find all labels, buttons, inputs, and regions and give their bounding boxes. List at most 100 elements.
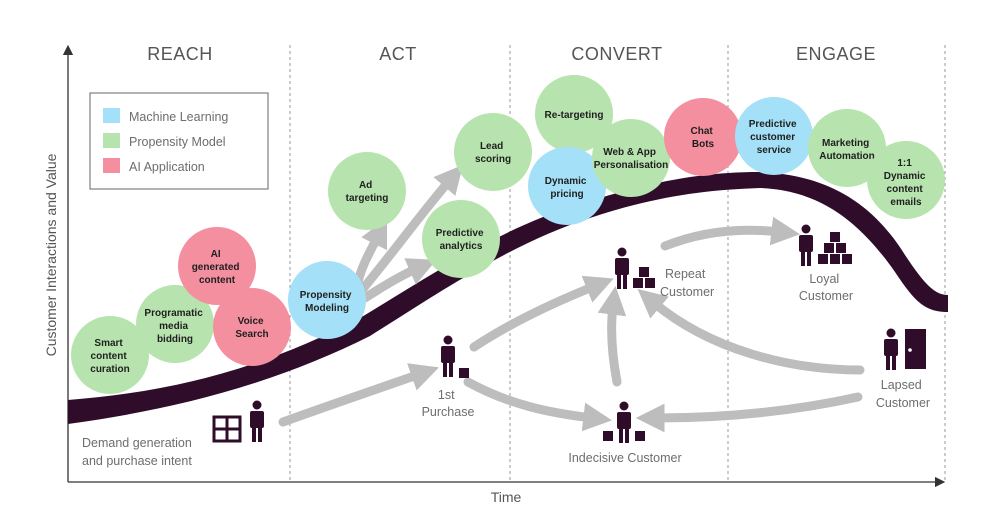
svg-text:Dynamic pricing: Dynamic pricing [545, 176, 589, 200]
bubble-re-targeting-circle [535, 75, 613, 153]
persona-label-line: Purchase [422, 405, 475, 419]
bubble-text: Modeling [305, 303, 349, 314]
bubble-chat-bots: Chat Bots [664, 98, 742, 176]
box-icon [645, 278, 655, 288]
persona-label: Lapsed Customer [876, 378, 930, 410]
bubble-text: Propensity [300, 290, 352, 301]
bubble-chat-bots-circle [664, 98, 742, 176]
svg-text:Web & App Personalisatio: Web & App Personalisation [594, 147, 668, 171]
person-icon [617, 401, 631, 443]
y-axis-label: Customer Interactions and Value [43, 153, 59, 356]
svg-text:Programatic media: Programatic media bidding [144, 308, 205, 345]
svg-text:Predictive customer: Predictive customer service [749, 119, 800, 156]
person-icon [615, 247, 629, 289]
bubble-text: customer [750, 132, 795, 143]
legend-swatch-ai [103, 158, 120, 173]
svg-text:Propensity Modeling: Propensity Modeling [300, 290, 354, 314]
bubble-text: Web & App [603, 147, 656, 158]
bubble-dynamic-content-emails: 1:1 Dynamic content emails [867, 141, 945, 219]
bubble-text: Dynamic [884, 171, 926, 182]
bubble-text: curation [90, 364, 129, 375]
persona-label: Indecisive Customer [568, 451, 681, 465]
bubble-lead-scoring-circle [454, 113, 532, 191]
bubble-dynamic-pricing-circle [528, 147, 606, 225]
arrow-first-to-indecisive [463, 377, 613, 432]
person-icon [250, 400, 264, 442]
bubble-marketing-automation: Marketing Automation [808, 109, 886, 187]
persona-label-line: Customer [660, 285, 714, 299]
bubble-ad-targeting-circle [328, 152, 406, 230]
bubble-text: generated [192, 262, 240, 273]
bubble-text: emails [890, 197, 922, 208]
bubble-text: service [757, 145, 792, 156]
stage-act: ACT [379, 44, 417, 64]
arrow-to-lead-scoring [357, 164, 464, 295]
stage-reach: REACH [147, 44, 213, 64]
bubble-propensity-modeling-circle [288, 261, 366, 339]
legend: Machine Learning Propensity Model AI App… [89, 92, 269, 190]
svg-text:Re-targeting: Re-targeting [545, 110, 604, 121]
persona-label: 1st Purchase [422, 388, 475, 419]
bubble-text: content [91, 351, 128, 362]
box-icon [633, 278, 643, 288]
persona-label-line: Loyal [809, 272, 839, 286]
persona-label-line: and purchase intent [82, 454, 192, 468]
svg-text:Marketing Automation: Marketing Automation [819, 138, 875, 162]
svg-text:Lead scoring: Lead scoring [475, 141, 511, 165]
box-icon [635, 431, 645, 441]
stage-engage: ENGAGE [796, 44, 876, 64]
arrow-demand-to-first [278, 363, 440, 427]
bubble-text: analytics [440, 241, 483, 252]
persona-first-purchase: 1st Purchase [422, 335, 475, 419]
flow-arrows [278, 164, 865, 433]
legend-label-ai: AI Application [129, 160, 205, 174]
bubble-predictive-customer-service: Predictive customer service [735, 97, 813, 175]
bubble-web-app-personalisation-circle [592, 119, 670, 197]
bubble-ai-generated-content: AI generated content [178, 227, 256, 305]
persona-lapsed-customer: Lapsed Customer [876, 328, 930, 410]
bubble-text: Programatic [144, 308, 203, 319]
bubble-predictive-analytics-circle [422, 200, 500, 278]
persona-label-line: Demand generation [82, 436, 192, 450]
bubble-smart-content-circle [71, 316, 149, 394]
bubble-programatic-media: Programatic media bidding [136, 285, 214, 363]
bubble-text: scoring [475, 154, 511, 165]
box-icon [639, 267, 649, 277]
persona-label-line: 1st [438, 388, 455, 402]
bubble-web-app-personalisation: Web & App Personalisation [592, 119, 670, 197]
bubble-text: AI [211, 249, 221, 260]
bubble-text: Personalisation [594, 160, 668, 171]
person-icon [799, 224, 813, 266]
svg-text:Chat Bots: Chat Bots [690, 126, 715, 150]
arrow-first-to-repeat [469, 275, 614, 352]
bubble-lead-scoring: Lead scoring [454, 113, 532, 191]
arrow-lapsed-to-repeat [637, 289, 865, 375]
bubble-text: Bots [692, 139, 715, 150]
bubble-marketing-automation-circle [808, 109, 886, 187]
persona-loyal-customer: Loyal Customer [799, 224, 853, 303]
bubble-dynamic-content-emails-circle [867, 141, 945, 219]
bubble-re-targeting: Re-targeting [535, 75, 613, 153]
persona-label: Loyal Customer [799, 272, 853, 303]
bubble-text: Automation [819, 151, 875, 162]
bubble-text: Predictive [436, 228, 484, 239]
bubble-predictive-analytics: Predictive analytics [422, 200, 500, 278]
bubble-text: pricing [550, 189, 583, 200]
window-icon [212, 415, 242, 443]
bubble-voice-search-circle [213, 288, 291, 366]
box-icon [603, 431, 613, 441]
bubble-text: Smart [94, 338, 123, 349]
bubble-propensity-modeling: Propensity Modeling [288, 261, 366, 339]
bubble-programatic-media-circle [136, 285, 214, 363]
arrow-to-ad-targeting [353, 217, 388, 287]
bubble-text: Lead [480, 141, 503, 152]
bubble-text: Chat [690, 126, 713, 137]
persona-repeat-customer: Repeat Customer [615, 247, 714, 299]
bubble-dynamic-pricing: Dynamic pricing [528, 147, 606, 225]
persona-label-line: Customer [876, 396, 930, 410]
bubble-text: media [159, 321, 188, 332]
persona-demand-generation: Demand generation and purchase intent [82, 400, 264, 468]
bubble-text: targeting [346, 193, 389, 204]
bubble-text: bidding [157, 334, 193, 345]
box-stack-icon [818, 232, 852, 264]
